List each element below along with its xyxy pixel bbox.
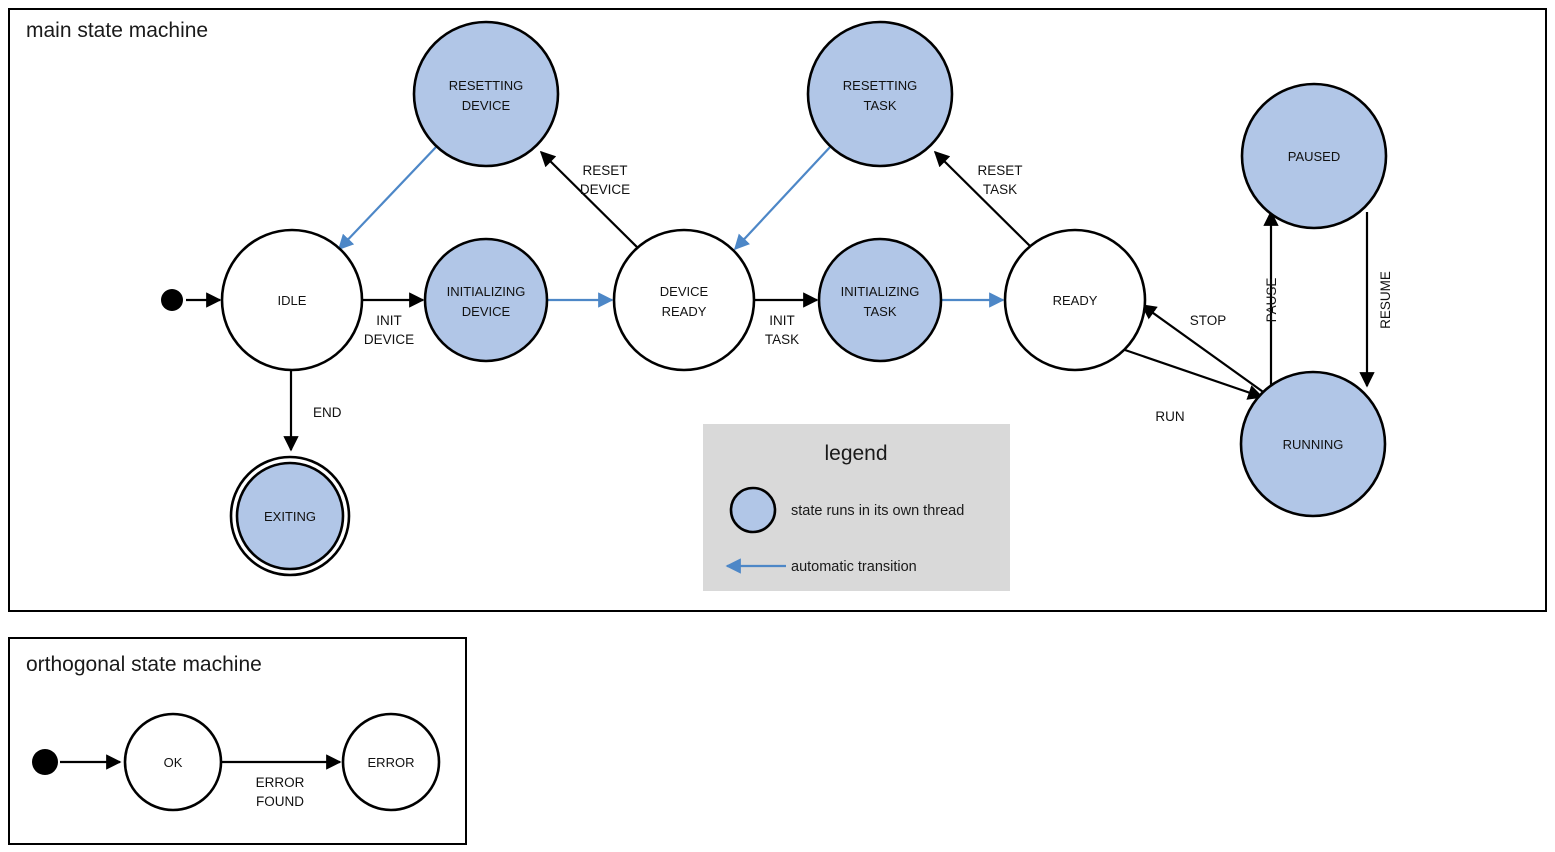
state-shape-paused[interactable]: [1240, 82, 1388, 230]
state-label-initializing-task-2: TASK: [864, 304, 897, 319]
state-label-initializing-device-2: DEVICE: [462, 304, 511, 319]
state-running[interactable]: RUNNING: [1239, 370, 1387, 518]
state-label-ready: READY: [1053, 293, 1098, 308]
state-exiting[interactable]: EXITING: [229, 455, 351, 577]
state-label-error: ERROR: [368, 755, 415, 770]
state-initializing-device[interactable]: INITIALIZING DEVICE: [423, 237, 549, 363]
state-shape-ok[interactable]: [123, 712, 223, 812]
legend-item-label-thread: state runs in its own thread: [791, 503, 964, 519]
state-shape-initializing-device[interactable]: [423, 237, 549, 363]
transition-resetting-task-to-device-ready: [733, 145, 832, 251]
transition-label-init-task-1: INIT: [769, 313, 795, 328]
start-node-orthogonal: [32, 749, 58, 775]
state-label-running: RUNNING: [1283, 437, 1344, 452]
state-shape-resetting-task[interactable]: [806, 20, 954, 168]
state-resetting-task[interactable]: RESETTING TASK: [806, 20, 954, 168]
state-label-device-ready-1: DEVICE: [660, 284, 709, 299]
state-shape-exiting[interactable]: [235, 461, 345, 571]
state-shape-device-ready[interactable]: [612, 228, 756, 372]
transitions-layer: INIT DEVICE INIT TASK RESET DEVICE RESET…: [60, 145, 1393, 809]
state-final-ring-exiting: [229, 455, 351, 577]
main-panel-title: main state machine: [26, 19, 208, 42]
transition-ready-to-running: [1124, 348, 1264, 400]
transition-label-end: END: [313, 405, 342, 420]
state-label-resetting-task-2: TASK: [864, 98, 897, 113]
transition-label-init-task-2: TASK: [765, 332, 799, 347]
transition-resetting-device-to-idle: [337, 145, 438, 251]
state-label-ok: OK: [164, 755, 183, 770]
state-label-exiting: EXITING: [264, 509, 316, 524]
transition-label-init-device-1: INIT: [376, 313, 402, 328]
transition-label-resume: RESUME: [1378, 271, 1393, 329]
transition-label-pause: PAUSE: [1264, 278, 1279, 323]
legend-title: legend: [824, 442, 887, 465]
transition-label-error-found-2: FOUND: [256, 794, 304, 809]
state-error[interactable]: ERROR: [341, 712, 441, 812]
transition-ready-to-resetting-task: [933, 150, 1033, 249]
legend-thread-state-icon: [729, 486, 777, 534]
state-initializing-task[interactable]: INITIALIZING TASK: [817, 237, 943, 363]
transition-label-init-device-2: DEVICE: [364, 332, 414, 347]
transition-label-error-found-1: ERROR: [256, 775, 305, 790]
state-shape-initializing-task[interactable]: [817, 237, 943, 363]
start-node-main: [161, 289, 183, 311]
orthogonal-panel-title: orthogonal state machine: [26, 653, 262, 676]
transition-running-to-ready: [1140, 304, 1267, 395]
transition-label-reset-device-1: RESET: [582, 163, 627, 178]
transition-label-reset-device-2: DEVICE: [580, 182, 630, 197]
states-layer: RESETTING DEVICE RESETTING TASK PAUSED I…: [123, 20, 1388, 812]
state-shape-ready[interactable]: [1003, 228, 1147, 372]
state-ok[interactable]: OK: [123, 712, 223, 812]
transition-label-reset-task-2: TASK: [983, 182, 1017, 197]
state-label-resetting-task-1: RESETTING: [843, 78, 917, 93]
legend-item-label-auto: automatic transition: [791, 559, 917, 575]
state-shape-resetting-device[interactable]: [412, 20, 560, 168]
state-paused[interactable]: PAUSED: [1240, 82, 1388, 230]
transition-device-ready-to-resetting-device: [539, 150, 639, 249]
state-label-idle: IDLE: [278, 293, 307, 308]
state-label-resetting-device-2: DEVICE: [462, 98, 511, 113]
state-shape-error[interactable]: [341, 712, 441, 812]
state-idle[interactable]: IDLE: [220, 228, 364, 372]
transition-label-stop: STOP: [1190, 313, 1227, 328]
state-label-initializing-device-1: INITIALIZING: [447, 284, 526, 299]
state-label-initializing-task-1: INITIALIZING: [841, 284, 920, 299]
state-shape-idle[interactable]: [220, 228, 364, 372]
state-ready[interactable]: READY: [1003, 228, 1147, 372]
transition-label-run: RUN: [1155, 409, 1184, 424]
state-shape-running[interactable]: [1239, 370, 1387, 518]
transition-label-reset-task-1: RESET: [977, 163, 1022, 178]
state-device-ready[interactable]: DEVICE READY: [612, 228, 756, 372]
state-label-resetting-device-1: RESETTING: [449, 78, 523, 93]
state-resetting-device[interactable]: RESETTING DEVICE: [412, 20, 560, 168]
legend: legend state runs in its own thread auto…: [703, 424, 1010, 591]
state-label-device-ready-2: READY: [662, 304, 707, 319]
state-label-paused: PAUSED: [1288, 149, 1341, 164]
